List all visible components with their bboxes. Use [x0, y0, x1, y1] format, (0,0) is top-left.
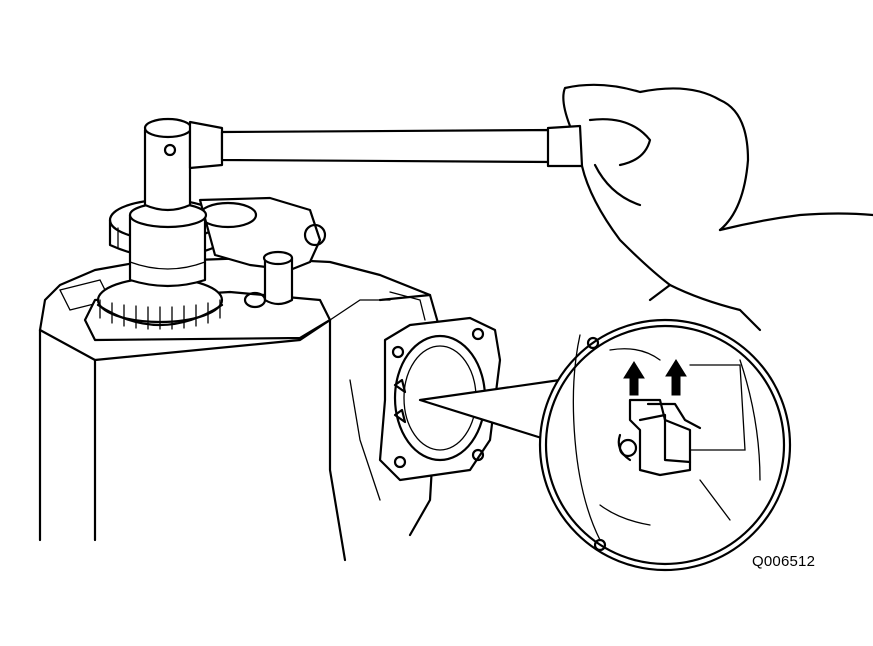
arrow-up-icon: [623, 361, 645, 396]
figure-code: Q006512: [752, 553, 816, 570]
arrow-up-icon: [665, 359, 687, 396]
detail-callout: [418, 318, 792, 572]
hand: [562, 83, 873, 332]
torque-wrench: [188, 120, 584, 170]
gear-assembly: [83, 117, 332, 342]
